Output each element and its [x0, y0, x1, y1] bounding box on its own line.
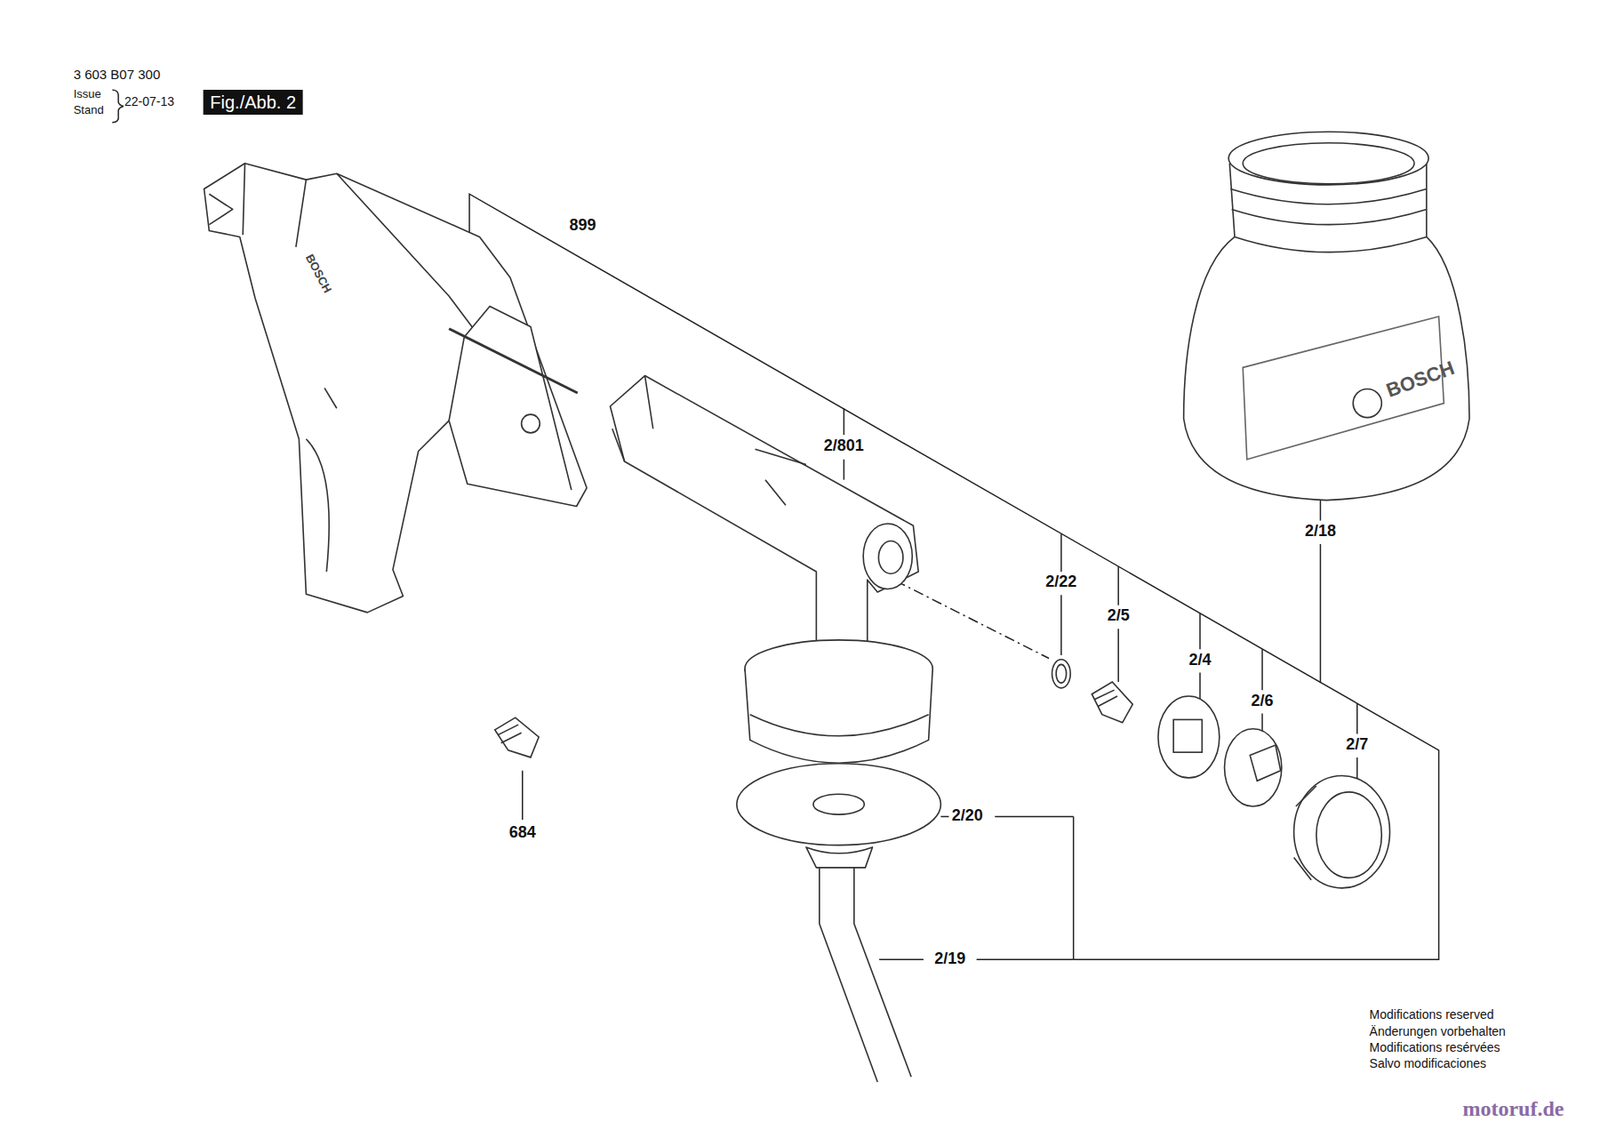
callout-number: 2/22	[1042, 574, 1080, 592]
callout-number: 2/5	[1104, 607, 1133, 625]
brand-mark: BOSCH	[303, 252, 335, 296]
brace	[112, 89, 124, 123]
issue-date: 22-07-13	[124, 95, 175, 109]
callout-number: 2/19	[931, 950, 968, 968]
callout-number: 2/4	[1185, 651, 1214, 670]
brand-mark: BOSCH	[1383, 357, 1457, 402]
part-number: 3 603 B07 300	[73, 67, 161, 83]
figure-tag: Fig./Abb. 2	[202, 89, 304, 115]
note: Änderungen vorbehalten	[1369, 1024, 1506, 1039]
field-name: Issue	[73, 87, 102, 100]
callout-number: 899	[566, 216, 599, 235]
callout-number: 2/7	[1343, 736, 1371, 754]
callout-number: 2/801	[821, 437, 867, 456]
callout-number: 2/6	[1248, 692, 1277, 711]
note: Salvo modificaciones	[1369, 1057, 1488, 1072]
callout-number: 684	[506, 824, 539, 842]
field-name: Stand	[73, 104, 104, 117]
watermark: motoruf.de	[1462, 1096, 1564, 1120]
callout-number: 2/18	[1302, 522, 1339, 541]
note: Modifications reserved	[1369, 1008, 1495, 1023]
note: Modifications resérvées	[1369, 1040, 1501, 1055]
callout-number: 2/20	[949, 807, 986, 825]
